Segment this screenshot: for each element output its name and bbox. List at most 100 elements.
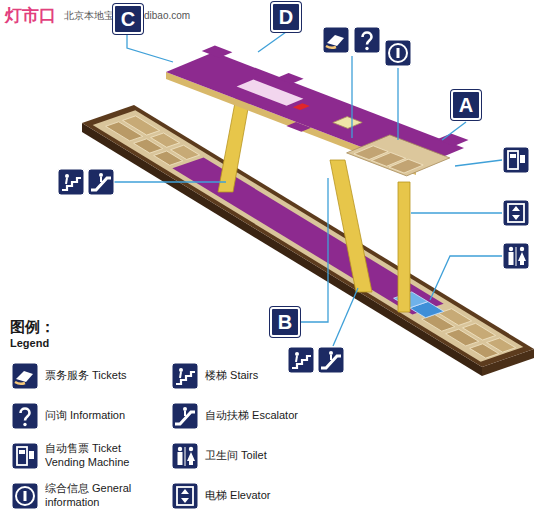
- man-head: [509, 247, 513, 251]
- exit-passage: [202, 46, 233, 58]
- platform-floor: [172, 157, 443, 314]
- leader-line: [430, 256, 502, 300]
- escalator-icon: [318, 347, 344, 373]
- icon-ground: [503, 243, 529, 269]
- equipment-room: [463, 323, 496, 340]
- icon-ground: [172, 363, 198, 389]
- man-head: [178, 447, 182, 451]
- stairs-glyph: [176, 372, 195, 384]
- legend-text: 自动扶梯 Escalator: [205, 409, 317, 423]
- leader-line: [258, 32, 286, 52]
- leader-line: [411, 212, 502, 213]
- person-head: [179, 368, 183, 372]
- elevator-shaft: [398, 182, 410, 312]
- machine-screen: [510, 154, 516, 158]
- tickets-icon: [323, 27, 349, 53]
- exit-marker: C: [113, 4, 143, 34]
- elevator-icon: [172, 483, 198, 509]
- person-body: [296, 356, 297, 362]
- person-body: [100, 177, 102, 182]
- equipment-room: [151, 133, 180, 147]
- person-head: [329, 351, 333, 355]
- exit-letter: B: [278, 312, 292, 332]
- stairs-icon: [58, 169, 84, 195]
- icon-ground: [12, 403, 38, 429]
- escalator-icon: [88, 169, 114, 195]
- woman-body: [187, 452, 195, 465]
- person-body: [330, 355, 332, 360]
- question-dot: [365, 47, 368, 50]
- icon-ground: [288, 347, 314, 373]
- legend-text: 电梯 Elevator: [205, 489, 317, 503]
- ticket-slot: [29, 451, 34, 459]
- question-glyph: [363, 33, 372, 45]
- leader-line: [397, 68, 398, 140]
- woman-head: [189, 447, 193, 451]
- person-head: [183, 407, 187, 411]
- stairs-glyph: [62, 178, 81, 190]
- icon-ground: [88, 169, 114, 195]
- ticket-office: [333, 117, 362, 129]
- station-title: 灯市口: [5, 4, 56, 27]
- exit-marker: A: [451, 90, 481, 120]
- info-icon: [354, 27, 380, 53]
- icon-ground: [58, 169, 84, 195]
- leader-line: [455, 160, 502, 166]
- leader-line: [114, 181, 226, 182]
- question-dot: [23, 423, 26, 426]
- escalator-icon: [172, 403, 198, 429]
- icon-ground: [12, 363, 38, 389]
- elevator-frame: [177, 487, 193, 505]
- info-ring: [16, 487, 34, 505]
- person-head: [295, 352, 299, 356]
- info-icon: [12, 403, 38, 429]
- elevator-icon: [503, 200, 529, 226]
- icon-ground: [172, 443, 198, 469]
- escalator-glyph: [91, 178, 111, 190]
- concourse-rooms-area: [347, 135, 450, 176]
- legend-text: 票务服务 Tickets: [45, 369, 163, 383]
- legend-text: 自动售票 Ticket Vending Machine: [45, 442, 163, 470]
- ticket-slot: [520, 155, 525, 163]
- divider: [516, 247, 517, 266]
- leader-line: [351, 56, 352, 138]
- leader-line: [301, 178, 328, 322]
- info-bar: [397, 48, 400, 58]
- man-body: [509, 252, 514, 265]
- machine-glyph: [508, 151, 518, 169]
- exit-passage: [437, 133, 469, 146]
- stairs-glyph: [292, 356, 311, 368]
- man-body: [178, 452, 183, 465]
- info-ring: [389, 44, 407, 62]
- paid-area: [237, 80, 304, 106]
- exit-letter: A: [459, 95, 473, 115]
- woman-head: [520, 247, 524, 251]
- icon-ground: [12, 443, 38, 469]
- legend-text: 卫生间 Toilet: [205, 449, 317, 463]
- leader-line: [333, 288, 358, 346]
- hand-glyph: [326, 46, 336, 48]
- tickets-icon: [12, 363, 38, 389]
- exit-marker: B: [270, 307, 300, 337]
- person-body: [66, 178, 67, 184]
- gate-line: [293, 103, 310, 110]
- legend-text: 问询 Information: [45, 409, 163, 423]
- elevator-arrows: [181, 489, 189, 503]
- legend-text: 综合信息 General information: [45, 482, 163, 510]
- leader-line: [127, 34, 173, 62]
- elevator-frame: [508, 204, 524, 222]
- icon-ground: [318, 347, 344, 373]
- person-head: [99, 173, 103, 177]
- vending-icon: [12, 443, 38, 469]
- icon-ground: [385, 40, 411, 66]
- exit-passage: [286, 122, 311, 132]
- exit-letter: C: [121, 9, 135, 29]
- info-bar: [24, 491, 27, 501]
- concourse-level: [166, 46, 469, 176]
- exit-letter: D: [279, 7, 293, 27]
- question-glyph: [21, 409, 30, 421]
- toilet-icon: [503, 243, 529, 269]
